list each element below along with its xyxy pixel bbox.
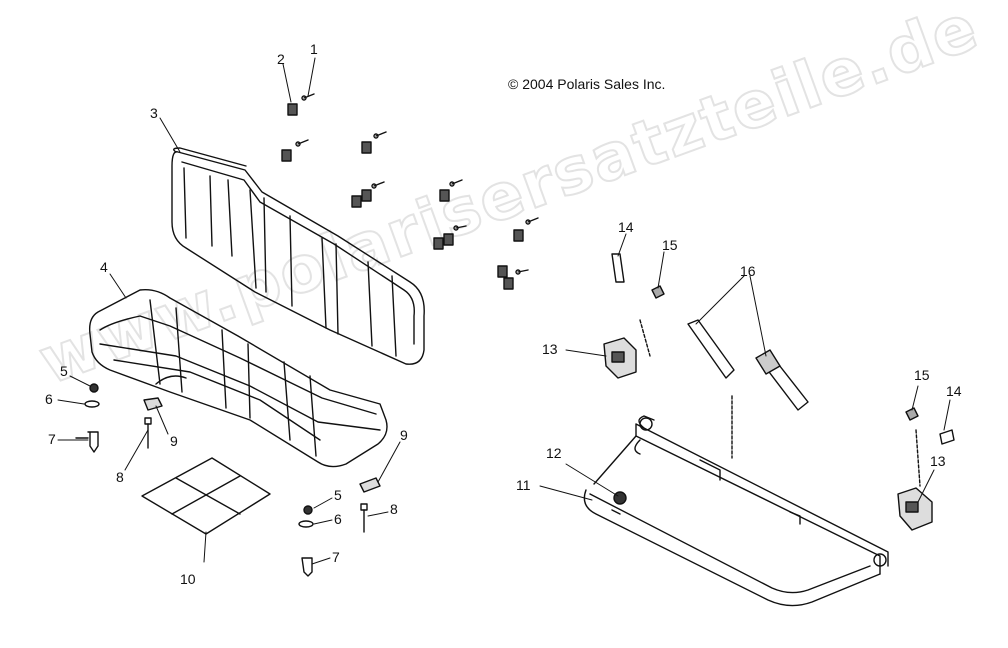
callout-2: 2	[277, 51, 285, 67]
callout-14: 14	[618, 219, 634, 235]
seat-back	[171, 147, 425, 365]
callout-12: 12	[546, 445, 562, 461]
callout-6-right: 6	[334, 511, 342, 527]
copyright-text: © 2004 Polaris Sales Inc.	[508, 76, 666, 92]
callout-3: 3	[150, 105, 158, 121]
callout-13-right: 13	[930, 453, 946, 469]
seat-bottom	[88, 288, 388, 468]
straps	[687, 319, 809, 411]
callout-8: 8	[116, 469, 124, 485]
callout-labels: 1 2 3 4 5 6 7 8 9 10 9 5 6 8 7 14 15 16 …	[45, 41, 962, 587]
callout-1: 1	[310, 41, 318, 57]
leader-lines	[57, 57, 951, 565]
callout-6: 6	[45, 391, 53, 407]
clip-fasteners	[281, 93, 539, 290]
callout-16: 16	[740, 263, 756, 279]
callout-15-right: 15	[914, 367, 930, 383]
callout-9-right: 9	[400, 427, 408, 443]
callout-10: 10	[180, 571, 196, 587]
callout-9: 9	[170, 433, 178, 449]
latch-assemblies	[603, 337, 933, 531]
callout-7-right: 7	[332, 549, 340, 565]
callout-5-right: 5	[334, 487, 342, 503]
callout-4: 4	[100, 259, 108, 275]
callout-11: 11	[516, 477, 531, 493]
knob	[613, 491, 627, 505]
callout-7: 7	[48, 431, 56, 447]
seat-frame	[583, 415, 889, 607]
callout-15: 15	[662, 237, 678, 253]
callout-14-right: 14	[946, 383, 962, 399]
callout-8-right: 8	[390, 501, 398, 517]
callout-5: 5	[60, 363, 68, 379]
decal-sheet	[141, 457, 271, 535]
callout-13: 13	[542, 341, 558, 357]
left-hardware	[75, 383, 381, 577]
bolts-nuts	[611, 253, 955, 487]
